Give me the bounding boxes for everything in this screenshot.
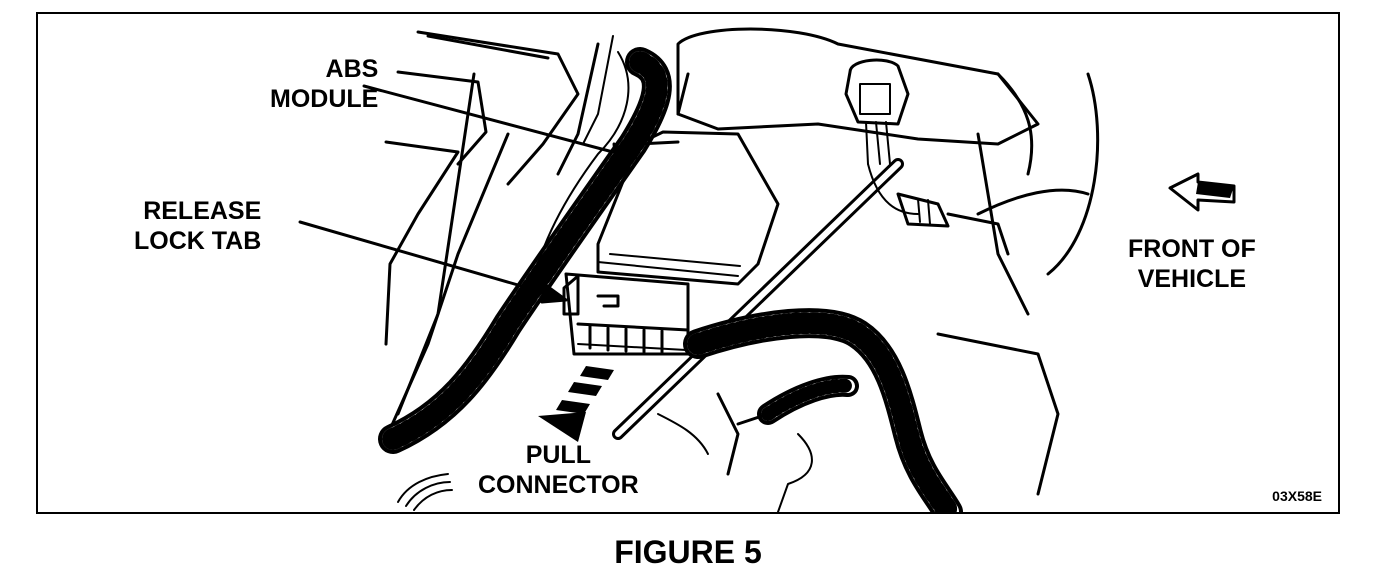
label-release-lock-tab-line1: RELEASE (143, 197, 262, 225)
connector-body (562, 272, 690, 356)
label-pull-connector-line1: PULL (525, 441, 591, 469)
label-front-of-vehicle-line2: VEHICLE (1137, 265, 1247, 293)
right-harness (683, 308, 963, 512)
abs-module-body (596, 130, 780, 286)
label-front-of-vehicle: FRONT OF VEHICLE (1128, 234, 1256, 294)
sensor-connector (844, 58, 919, 215)
label-pull-connector-line2: CONNECTOR (478, 471, 639, 499)
upper-bracket (676, 27, 1040, 316)
label-release-lock-tab: RELEASE LOCK TAB (134, 196, 261, 256)
figure-caption: FIGURE 5 (614, 534, 762, 570)
figure-code: 03X58E (1272, 488, 1322, 504)
label-release-lock-tab-line2: LOCK TAB (134, 227, 262, 255)
label-front-of-vehicle-line1: FRONT OF (1128, 235, 1256, 263)
front-arrow (1168, 172, 1236, 212)
label-pull-connector: PULL CONNECTOR (478, 440, 639, 500)
figure-frame: ABS MODULE RELEASE LOCK TAB PULL CONNECT… (36, 12, 1340, 514)
illustration (298, 27, 1236, 512)
swirl-detail (397, 473, 453, 511)
label-abs-module: ABS MODULE (270, 54, 378, 114)
brake-fitting (896, 192, 1010, 256)
diagonal-rod (612, 158, 904, 440)
left-harness (378, 35, 672, 454)
lower-wires (657, 72, 1100, 512)
pull-arrow (538, 366, 614, 442)
leader-lines (298, 84, 638, 304)
label-abs-module-line1: ABS (325, 55, 379, 83)
left-panel-outline (384, 30, 580, 436)
label-abs-module-line2: MODULE (270, 85, 379, 113)
